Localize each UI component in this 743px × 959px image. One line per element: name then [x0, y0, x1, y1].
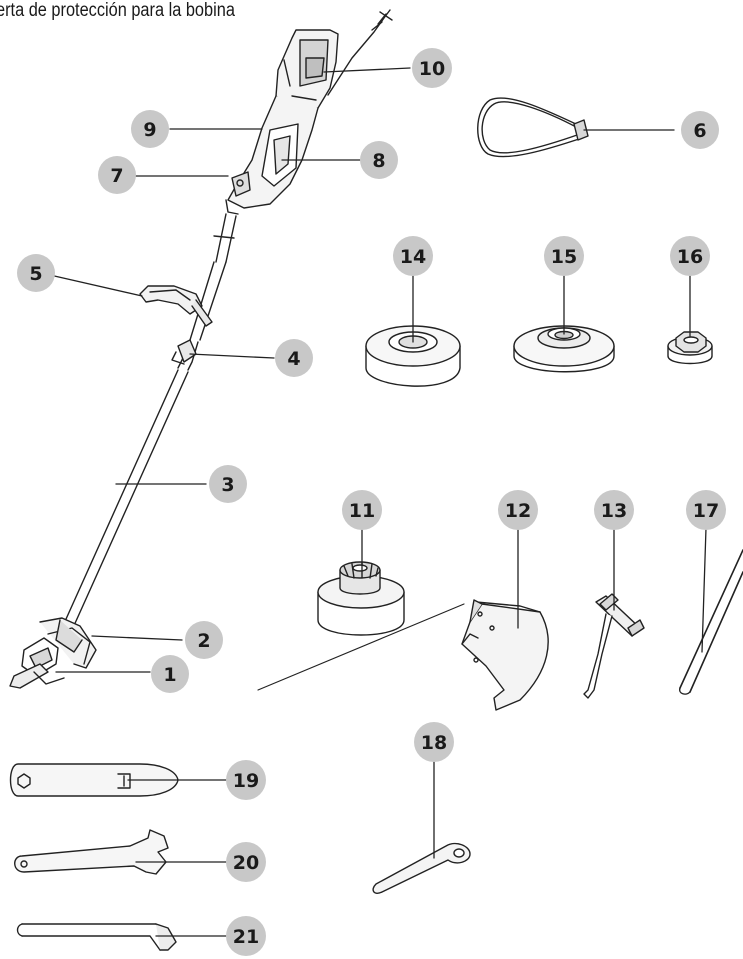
- callout-label: 12: [505, 500, 531, 522]
- callout-19: 19: [226, 760, 266, 800]
- callout-3: 3: [209, 465, 247, 503]
- callout-20: 20: [226, 842, 266, 882]
- callout-label: 7: [110, 165, 123, 187]
- callout-13: 13: [594, 490, 634, 530]
- callout-14: 14: [393, 236, 433, 276]
- callout-17: 17: [686, 490, 726, 530]
- callout-8: 8: [360, 141, 398, 179]
- callout-label: 13: [601, 500, 627, 522]
- callout-7: 7: [98, 156, 136, 194]
- callout-2: 2: [185, 621, 223, 659]
- wrench-20-illustration: [14, 829, 169, 875]
- allen-key-21-illustration: [16, 923, 177, 951]
- callout-18: 18: [414, 722, 454, 762]
- trimmer-illustration: [9, 9, 393, 689]
- callout-11: 11: [342, 490, 382, 530]
- callout-label: 6: [693, 120, 706, 142]
- spool-head-11-illustration: [257, 561, 465, 691]
- guard-12-illustration: [461, 599, 549, 711]
- callout-label: 20: [233, 852, 259, 874]
- strap-illustration: [477, 97, 589, 158]
- callout-5: 5: [17, 254, 55, 292]
- callout-15: 15: [544, 236, 584, 276]
- callout-label: 2: [197, 630, 210, 652]
- callout-label: 18: [421, 732, 447, 754]
- callout-label: 21: [233, 926, 259, 948]
- callout-label: 5: [29, 263, 42, 285]
- callout-label: 9: [143, 119, 156, 141]
- leader-lines: [49, 67, 707, 937]
- wrench-13-illustration: [583, 593, 645, 699]
- header-text: erta de protección para la bobina: [0, 0, 235, 21]
- callout-label: 15: [551, 246, 577, 268]
- nut-16-illustration: [667, 331, 713, 365]
- callout-10: 10: [412, 48, 452, 88]
- callout-label: 17: [693, 500, 719, 522]
- callout-label: 4: [287, 348, 300, 370]
- callout-label: 10: [419, 58, 445, 80]
- callout-12: 12: [498, 490, 538, 530]
- callout-1: 1: [151, 655, 189, 693]
- callout-16: 16: [670, 236, 710, 276]
- callout-label: 14: [400, 246, 426, 268]
- callout-label: 16: [677, 246, 703, 268]
- callout-badges: 1 2 3 4 5 6 7: [17, 48, 726, 956]
- callout-label: 19: [233, 770, 259, 792]
- flange-15-illustration: [513, 325, 615, 373]
- key-18-illustration: [372, 842, 471, 894]
- callout-label: 8: [372, 150, 385, 172]
- line-17-illustration: [678, 549, 743, 695]
- callout-9: 9: [131, 110, 169, 148]
- wrench-19-illustration: [9, 763, 179, 797]
- callout-21: 21: [226, 916, 266, 956]
- callout-label: 11: [349, 500, 375, 522]
- callout-4: 4: [275, 339, 313, 377]
- callout-6: 6: [681, 111, 719, 149]
- callout-label: 3: [221, 474, 234, 496]
- callout-label: 1: [163, 664, 176, 686]
